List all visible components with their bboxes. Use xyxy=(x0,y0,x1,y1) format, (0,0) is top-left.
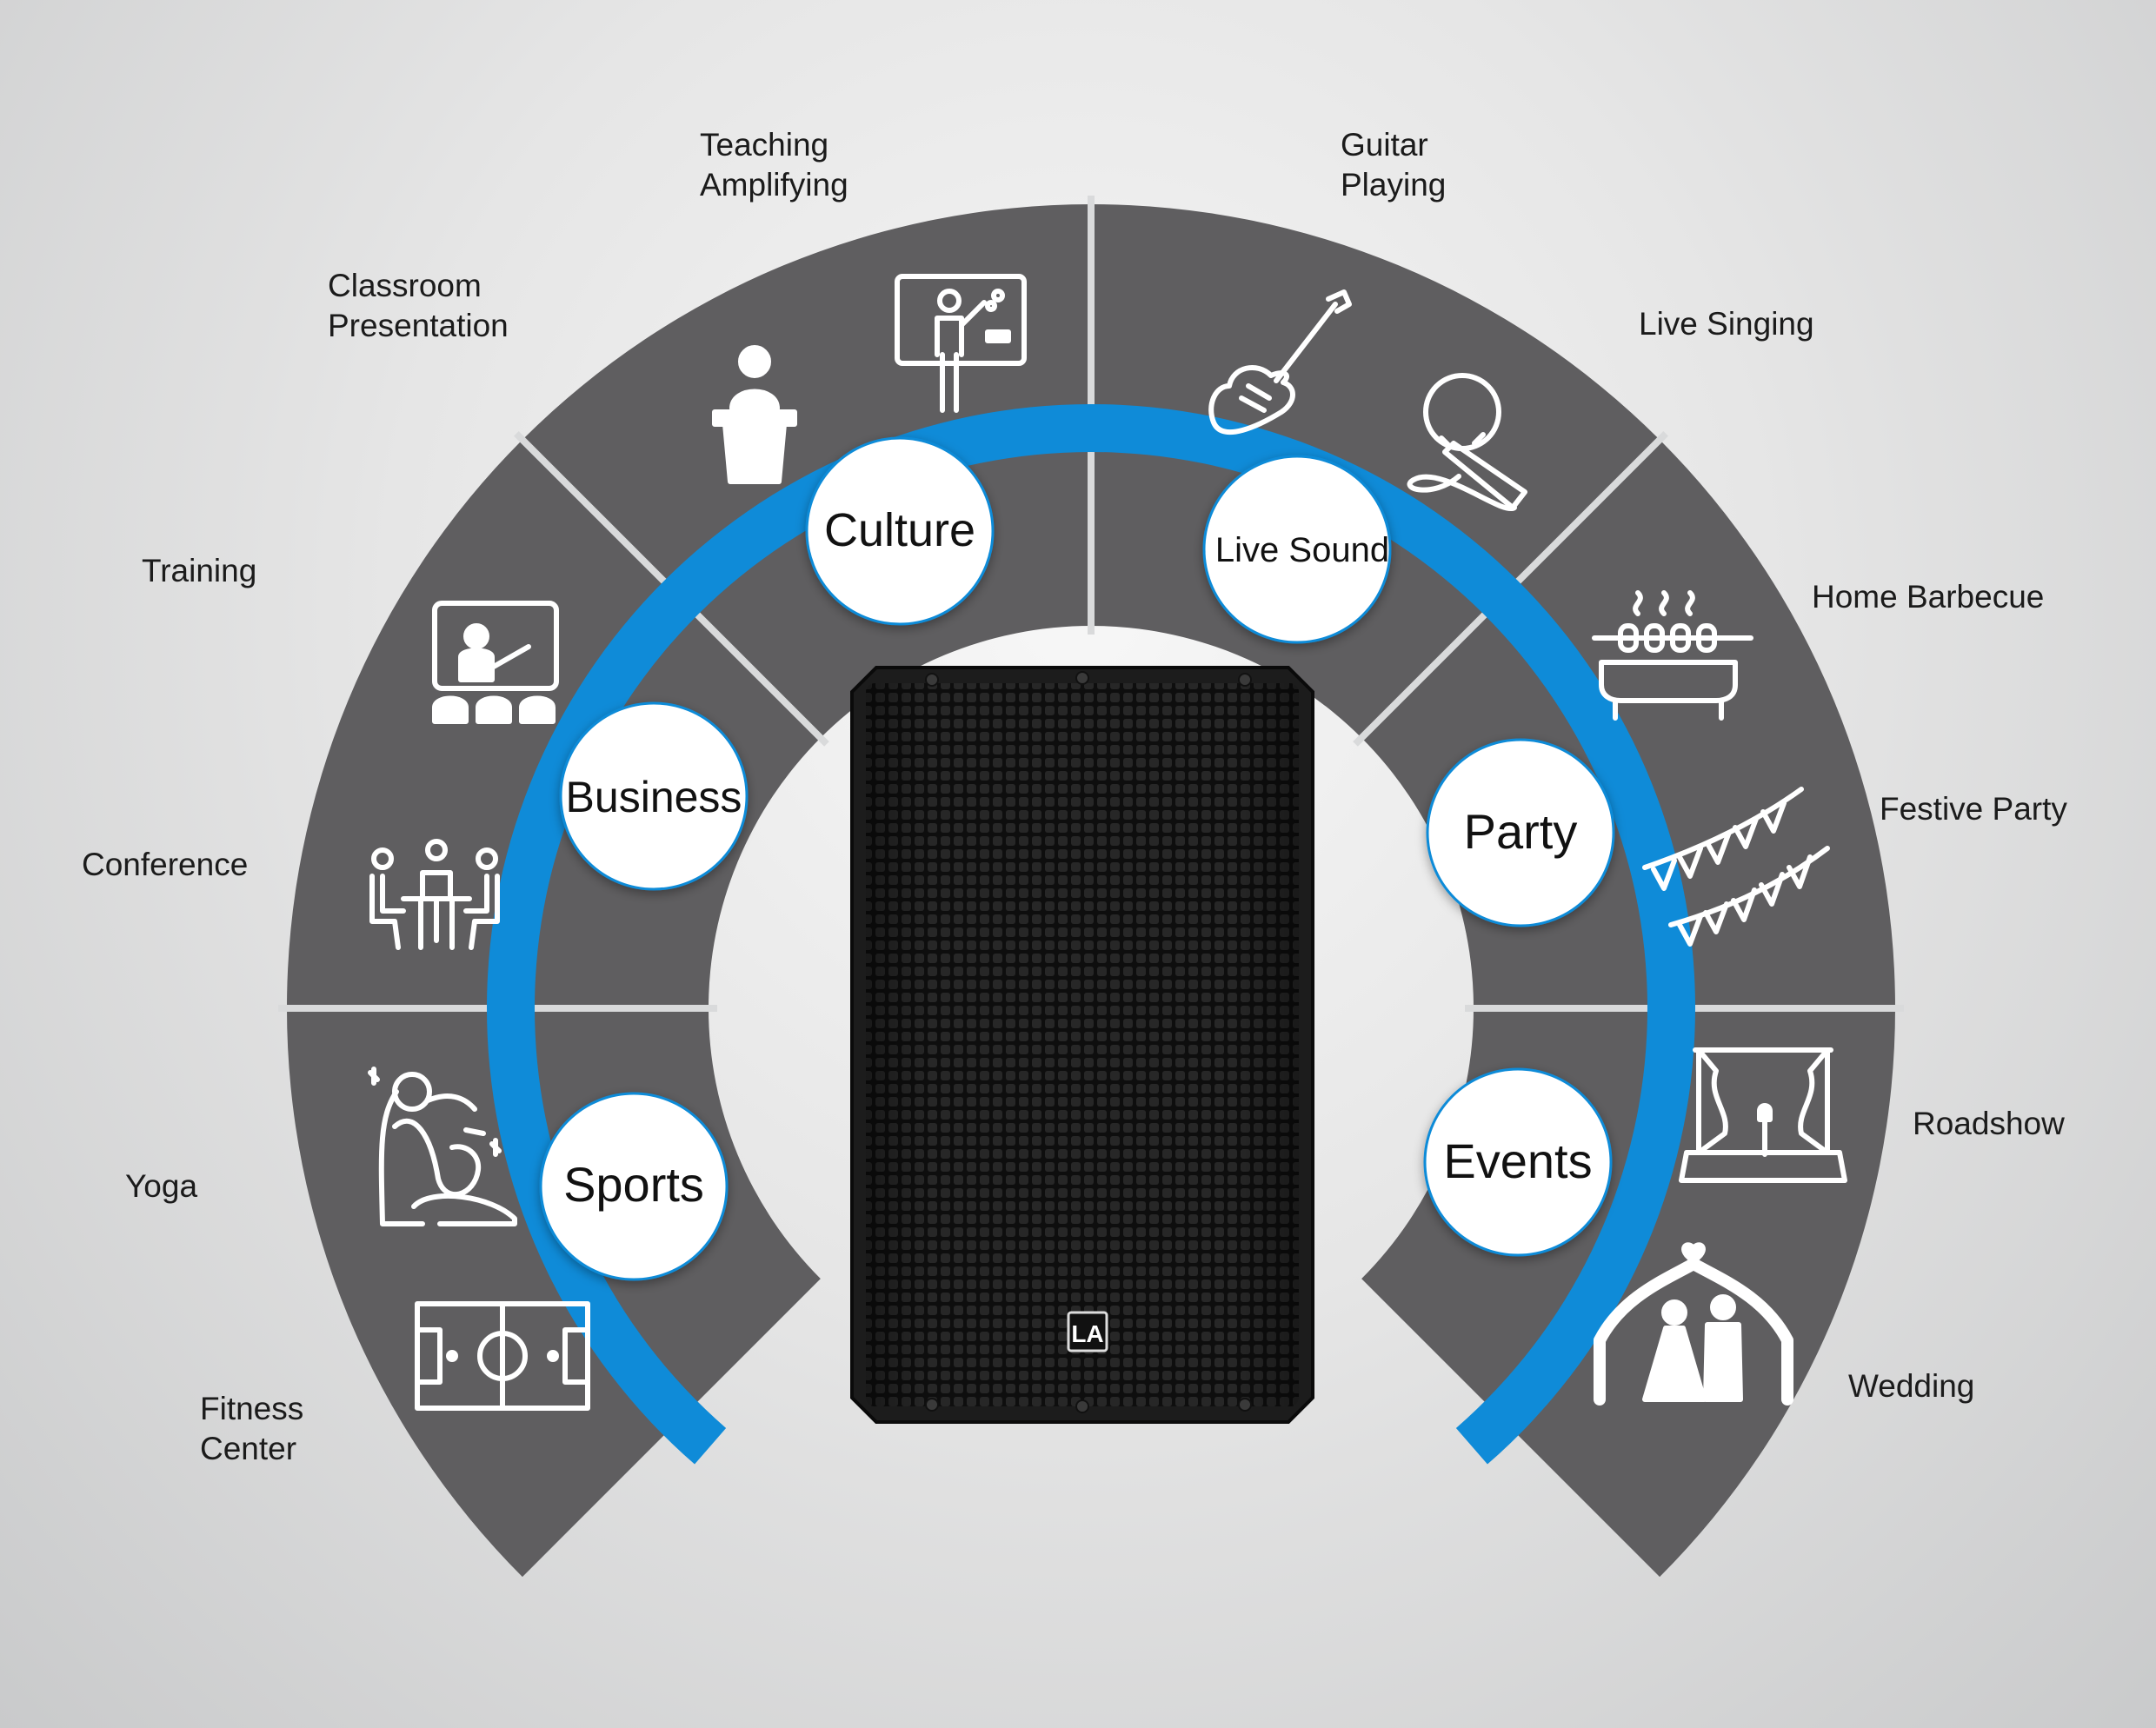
category-business[interactable]: Business xyxy=(559,701,749,891)
category-sports[interactable]: Sports xyxy=(539,1092,729,1281)
cabinet-screws xyxy=(925,671,1252,1413)
electric-guitar-icon xyxy=(1208,289,1352,435)
label-training: Training xyxy=(142,553,257,588)
label-festive-party: Festive Party xyxy=(1880,791,2067,827)
label-teaching-amplifying: Teaching Amplifying xyxy=(700,127,848,203)
label-guitar-playing: Guitar Playing xyxy=(1341,127,1447,203)
category-label: Culture xyxy=(824,504,975,556)
label-roadshow: Roadshow xyxy=(1913,1106,2065,1141)
category-label: Party xyxy=(1464,804,1578,859)
label-conference: Conference xyxy=(82,847,249,882)
category-label: Sports xyxy=(563,1157,704,1212)
blue-ring xyxy=(487,404,1695,1465)
speaker-cabinet: LA xyxy=(850,666,1314,1424)
category-party[interactable]: Party xyxy=(1426,738,1615,927)
meeting-table-icon xyxy=(369,839,500,950)
yoga-pose-icon xyxy=(368,1067,517,1226)
label-live-singing: Live Singing xyxy=(1639,306,1814,342)
football-field-icon xyxy=(415,1301,590,1411)
label-wedding: Wedding xyxy=(1848,1368,1975,1404)
category-live-sound[interactable]: Live Sound xyxy=(1202,455,1392,644)
label-home-barbecue: Home Barbecue xyxy=(1812,579,2045,615)
wedding-couple-icon xyxy=(1594,1242,1793,1406)
label-yoga: Yoga xyxy=(125,1168,198,1204)
category-circles: Culture Live Sound Business Party Sports… xyxy=(539,436,1615,1281)
la-logo: LA xyxy=(1067,1311,1108,1352)
whiteboard-teacher-icon xyxy=(895,274,1027,413)
category-events[interactable]: Events xyxy=(1423,1067,1613,1257)
screen-presentation-icon xyxy=(432,601,559,724)
microphone-icon xyxy=(1407,373,1527,512)
category-label: Events xyxy=(1443,1133,1592,1188)
category-label: Live Sound xyxy=(1215,531,1389,569)
stage-curtain-icon xyxy=(1679,1047,1847,1183)
category-label: Business xyxy=(566,773,742,821)
barbecue-grill-icon xyxy=(1592,590,1753,721)
label-classroom-presentation: Classroom Presentation xyxy=(328,268,509,343)
bunting-flags-icon xyxy=(1642,787,1830,947)
logo-text: LA xyxy=(1071,1320,1103,1347)
category-culture[interactable]: Culture xyxy=(805,436,995,626)
podium-speaker-icon xyxy=(712,345,797,484)
label-fitness-center: Fitness Center xyxy=(200,1391,304,1466)
